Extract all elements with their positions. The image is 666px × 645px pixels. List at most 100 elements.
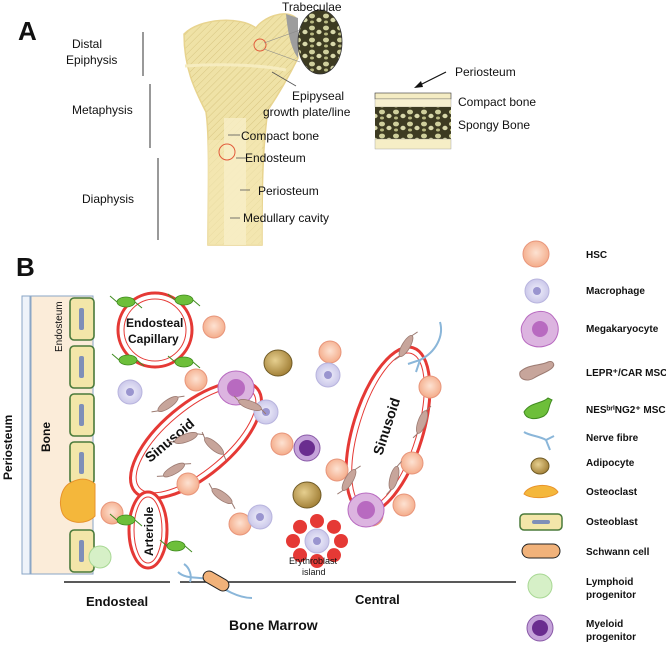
hsc-cell (270, 432, 294, 456)
legend-lymphoid-label-2: progenitor (586, 590, 636, 601)
cross-section-compact-bone-label: Compact bone (458, 95, 536, 109)
erythroblast-island-label-2: island (302, 567, 326, 577)
arteriole-label: Arteriole (142, 506, 156, 556)
legend-lymphoid: Lymphoid progenitor (527, 573, 636, 601)
growth-plate-label-2: growth plate/line (263, 105, 351, 119)
endosteal-capillary-label-2: Capillary (128, 332, 179, 346)
femur-illustration (183, 9, 343, 246)
lepr-msc-cell (386, 461, 402, 495)
osteoblast-cell (69, 393, 95, 437)
legend-macrophage-label: Macrophage (586, 286, 645, 297)
legend-schwann-cell-label: Schwann cell (586, 547, 650, 558)
hsc-cell (418, 375, 442, 399)
hsc-cell (325, 458, 349, 482)
hsc-cell (176, 472, 200, 496)
growth-plate-label-1: Epipyseal (292, 89, 344, 103)
megakaryocyte-cell (217, 370, 255, 406)
legend-megakaryocyte-label: Megakaryocyte (586, 324, 659, 335)
megakaryocyte-cell (347, 492, 385, 528)
legend: HSC Macrophage Megakaryocyte LEPR⁺/CAR M… (519, 240, 666, 643)
erythroblast-cell (326, 519, 341, 534)
lepr-msc-cell (168, 432, 204, 444)
legend-adipocyte-label: Adipocyte (586, 458, 635, 469)
diaphysis-label: Diaphysis (82, 192, 134, 206)
trabeculae-label: Trabeculae (282, 0, 342, 14)
bone-marrow-label: Bone Marrow (229, 617, 318, 633)
nes-msc-cell (111, 353, 145, 367)
legend-myeloid-label-1: Myeloid (586, 619, 623, 630)
myeloid-progenitor-cell (293, 434, 321, 462)
legend-nerve-fibre: Nerve fibre (523, 431, 639, 451)
region-central-label: Central (355, 592, 400, 607)
marrow-cells (88, 293, 442, 569)
legend-osteoclast-label: Osteoclast (586, 487, 638, 498)
legend-osteoclast: Osteoclast (523, 485, 638, 499)
nes-msc-cell (109, 295, 143, 309)
macrophage-cell (117, 379, 143, 405)
legend-nes-msc: NESᵇʳⁱNG2⁺ MSC (523, 397, 666, 420)
osteoclast-bone (59, 478, 96, 523)
erythroblast-island-label-1: Erythroblast (289, 556, 338, 566)
nes-msc-cell (109, 513, 143, 527)
region-endosteal-label: Endosteal (86, 594, 148, 609)
nes-msc-cell (167, 293, 201, 307)
panel-a-letter: A (18, 16, 37, 46)
nerve-fibre-bottom (177, 563, 253, 599)
osteoblast-column (69, 297, 95, 573)
legend-schwann-cell: Schwann cell (521, 543, 650, 559)
hsc-cell (184, 368, 208, 392)
compact-bone-label: Compact bone (241, 129, 319, 143)
erythroblast-cell (326, 548, 341, 563)
periosteum-band (21, 295, 31, 575)
hsc-cell (318, 340, 342, 364)
lepr-msc-cell (337, 465, 361, 495)
arteriole (127, 490, 169, 570)
erythroblast-cell (286, 534, 300, 548)
macrophage-cell (253, 399, 279, 425)
macrophage-cell (247, 504, 273, 530)
nes-msc-cell (159, 539, 193, 553)
erythroblast-cell (334, 534, 348, 548)
erythroblast-island (286, 514, 348, 568)
bone-cross-section (374, 71, 452, 150)
endosteal-capillary (116, 291, 194, 369)
lepr-msc-cell (208, 482, 236, 510)
legend-nerve-fibre-label: Nerve fibre (586, 433, 639, 444)
lepr-msc-cell (394, 331, 418, 361)
legend-adipocyte: Adipocyte (530, 457, 635, 475)
adipocyte-cell (292, 481, 322, 509)
panel-b-letter: B (16, 252, 35, 282)
periosteum-label: Periosteum (258, 184, 319, 198)
lepr-msc-cell (201, 431, 227, 461)
legend-osteoblast-label: Osteoblast (586, 517, 638, 528)
adipocyte-cell (263, 349, 293, 377)
hsc-cell (392, 493, 416, 517)
erythroblast-cell (310, 514, 324, 528)
hsc-cell (400, 451, 424, 475)
legend-lepr-msc: LEPR⁺/CAR MSC (519, 361, 666, 381)
endosteum-vertical-label: Endosteum (54, 301, 65, 352)
distal-epiphysis-label-1: Distal (72, 37, 102, 51)
island-macrophage (304, 528, 330, 554)
legend-osteoblast: Osteoblast (519, 513, 638, 531)
osteoblast-cell (69, 529, 95, 573)
cross-section-spongy-bone-label: Spongy Bone (458, 118, 530, 132)
lepr-msc-cell (233, 395, 267, 415)
distal-epiphysis-label-2: Epiphysis (66, 53, 117, 67)
legend-nes-msc-label: NESᵇʳⁱNG2⁺ MSC (586, 404, 666, 416)
erythroblast-cell (310, 554, 324, 568)
nerve-fibre (407, 321, 442, 373)
legend-myeloid: Myeloid progenitor (526, 614, 636, 643)
endosteal-capillary-label-1: Endosteal (126, 316, 183, 330)
periosteum-vertical-label: Periosteum (1, 415, 15, 480)
osteoblast-cell (69, 345, 95, 389)
osteoblast-cell (69, 441, 95, 485)
lepr-msc-cell (151, 395, 185, 413)
legend-megakaryocyte: Megakaryocyte (520, 311, 659, 348)
erythroblast-cell (293, 519, 308, 534)
osteoblast-cell (69, 297, 95, 341)
lepr-msc-cell (412, 405, 432, 439)
legend-lymphoid-label-1: Lymphoid (586, 577, 633, 588)
cross-section-periosteum-label: Periosteum (455, 65, 516, 79)
